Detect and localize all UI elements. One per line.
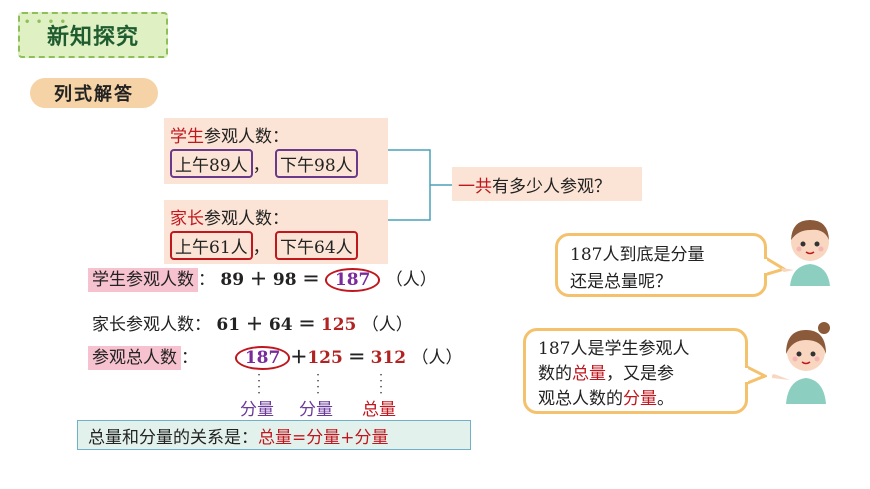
eq2-label: 家长参观人数	[92, 315, 194, 335]
eq3-b: 125	[307, 348, 343, 368]
students-pm: 下午98人	[275, 149, 358, 178]
students-sep: ，	[252, 156, 270, 176]
relation-lead: 总量和分量的关系是：	[88, 427, 258, 448]
bubble2-l2b: 总量	[572, 364, 606, 384]
bracket-connector	[388, 149, 456, 221]
eq3-unit: （人）	[411, 348, 463, 368]
equation-total: 参观总人数： 187＋125 ＝ 312 （人）	[88, 343, 463, 370]
students-suffix: 参观人数：	[204, 127, 289, 147]
eq3-label: 参观总人数	[88, 346, 181, 370]
equation-parents: 家长参观人数： 61 ＋ 64 ＝ 125 （人）	[92, 310, 413, 335]
bubble1-line1: 187人到底是分量	[570, 245, 705, 265]
parents-suffix: 参观人数：	[204, 209, 289, 229]
speech-bubble-question: 187人到底是分量 还是总量呢？	[555, 233, 767, 297]
dots-connector: ····	[316, 368, 320, 400]
eq2-result: 125	[320, 315, 357, 335]
bubble2-line1: 187人是学生参观人	[538, 339, 690, 359]
equation-students: 学生参观人数： 89 ＋ 98 ＝ 187 （人）	[88, 265, 437, 292]
subsection-title: 列式解答	[54, 84, 134, 105]
question-lead: 一共	[458, 176, 492, 197]
eq1-label: 学生参观人数	[88, 268, 198, 292]
bubble2-l3c: 。	[657, 389, 674, 409]
section-title: 新知探究	[46, 25, 139, 50]
bubble-tail-icon	[764, 255, 786, 277]
relation-box: 总量和分量的关系是：总量=分量+分量	[77, 420, 471, 450]
parents-sep: ，	[252, 238, 270, 258]
bubble2-l3b: 分量	[623, 389, 657, 409]
label-part-1: 分量	[240, 400, 274, 420]
eq1-colon: ：	[198, 270, 215, 290]
parents-am: 上午61人	[170, 231, 253, 260]
section-tag: • • • • 新知探究	[18, 12, 168, 58]
bubble-tail-icon	[745, 364, 767, 386]
eq3-plus: ＋	[290, 348, 308, 368]
eq1-expr: 89 ＋ 98 ＝	[220, 270, 320, 290]
dot-pattern-icon: • • • •	[24, 17, 68, 28]
bubble2-l2c: ，又是参	[606, 364, 674, 384]
bubble2-l3a: 观总人数的	[538, 389, 623, 409]
eq1-unit: （人）	[385, 270, 437, 290]
subsection-pill: 列式解答	[30, 78, 158, 108]
parents-pm: 下午64人	[275, 231, 358, 260]
question-box: 一共有多少人参观？	[452, 167, 642, 201]
eq3-eq: ＝	[348, 348, 366, 368]
question-rest: 有多少人参观？	[492, 176, 611, 197]
students-label: 学生	[170, 127, 204, 147]
dots-connector: ····	[257, 368, 261, 400]
eq1-result: 187	[324, 268, 381, 292]
bubble1-line2: 还是总量呢？	[570, 272, 672, 292]
relation-formula: 总量=分量+分量	[258, 427, 389, 448]
parents-label: 家长	[170, 209, 204, 229]
parents-info-box: 家长参观人数： 上午61人， 下午64人	[164, 200, 388, 264]
students-am: 上午89人	[170, 149, 253, 178]
label-part-2: 分量	[299, 400, 333, 420]
dots-connector: ····	[379, 368, 383, 400]
students-info-box: 学生参观人数： 上午89人， 下午98人	[164, 118, 388, 184]
eq2-expr: 61 ＋ 64 ＝	[216, 315, 316, 335]
speech-bubble-answer: 187人是学生参观人 数的总量，又是参 观总人数的分量。	[523, 328, 748, 414]
eq3-result: 312	[370, 348, 407, 368]
bubble2-l2a: 数的	[538, 364, 572, 384]
girl-character-icon	[772, 322, 830, 404]
eq3-a: 187	[234, 346, 291, 370]
eq3-colon: ：	[181, 348, 198, 368]
label-total: 总量	[362, 400, 396, 420]
eq2-unit: （人）	[361, 315, 413, 335]
eq2-colon: ：	[194, 315, 211, 335]
boy-character-icon	[781, 220, 830, 286]
